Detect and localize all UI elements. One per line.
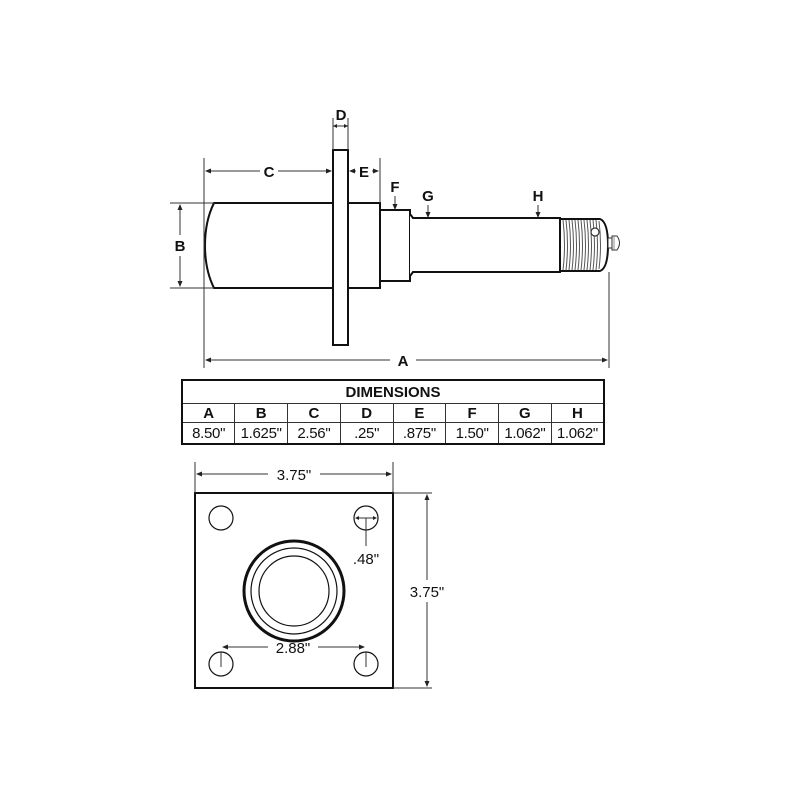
header-cell-d: D <box>339 403 394 423</box>
thread-lines <box>562 219 601 271</box>
flange-height-label: 3.75" <box>410 584 445 601</box>
cotter-pin-hole <box>590 227 600 237</box>
header-cell-b: B <box>234 403 288 423</box>
label-a: A <box>398 353 409 370</box>
label-e: E <box>359 164 369 181</box>
dimensions-header-row: A B C D E F G H <box>181 403 605 423</box>
label-b: B <box>175 238 186 255</box>
flange-plate <box>194 492 394 689</box>
mounting-flange <box>332 149 349 346</box>
label-f: F <box>390 179 399 196</box>
label-h: H <box>533 188 544 205</box>
flange-width-label: 3.75" <box>277 467 312 484</box>
bolt-spacing-label: 2.88" <box>276 640 311 657</box>
flange-view: 3.75" 3.75" .48" 2.88" <box>194 462 445 689</box>
shaft-g <box>409 213 561 277</box>
bore-outer-ring <box>242 539 346 643</box>
side-view: A B C D E F G H <box>170 107 620 370</box>
value-cell-g: 1.062" <box>498 422 552 445</box>
header-cell-a: A <box>181 403 236 423</box>
bore-inner-ring <box>258 555 330 627</box>
dimensions-value-row: 8.50" 1.625" 2.56" .25" .875" 1.50" 1.06… <box>181 422 605 445</box>
shoulder-f <box>379 209 411 282</box>
header-cell-h: H <box>550 403 605 423</box>
value-cell-d: .25" <box>339 422 394 445</box>
hole-diameter-label: .48" <box>353 551 379 568</box>
label-d: D <box>336 107 347 124</box>
label-g: G <box>422 188 434 205</box>
value-cell-a: 8.50" <box>181 422 236 445</box>
value-cell-c: 2.56" <box>287 422 341 445</box>
header-cell-e: E <box>392 403 447 423</box>
header-cell-c: C <box>287 403 341 423</box>
value-cell-h: 1.062" <box>550 422 605 445</box>
bore-middle-ring <box>250 547 338 635</box>
grease-fitting-icon <box>607 235 620 251</box>
bolt-hole-top-left <box>208 505 234 531</box>
value-cell-b: 1.625" <box>234 422 288 445</box>
dimensions-table-title: DIMENSIONS <box>181 379 605 404</box>
header-cell-f: F <box>445 403 499 423</box>
collar <box>347 202 381 289</box>
spindle-body <box>203 202 334 289</box>
header-cell-g: G <box>498 403 552 423</box>
dimensions-table: DIMENSIONS A B C D E F G H 8.50" 1.625" … <box>181 379 605 445</box>
value-cell-f: 1.50" <box>445 422 499 445</box>
value-cell-e: .875" <box>392 422 447 445</box>
label-c: C <box>264 164 275 181</box>
